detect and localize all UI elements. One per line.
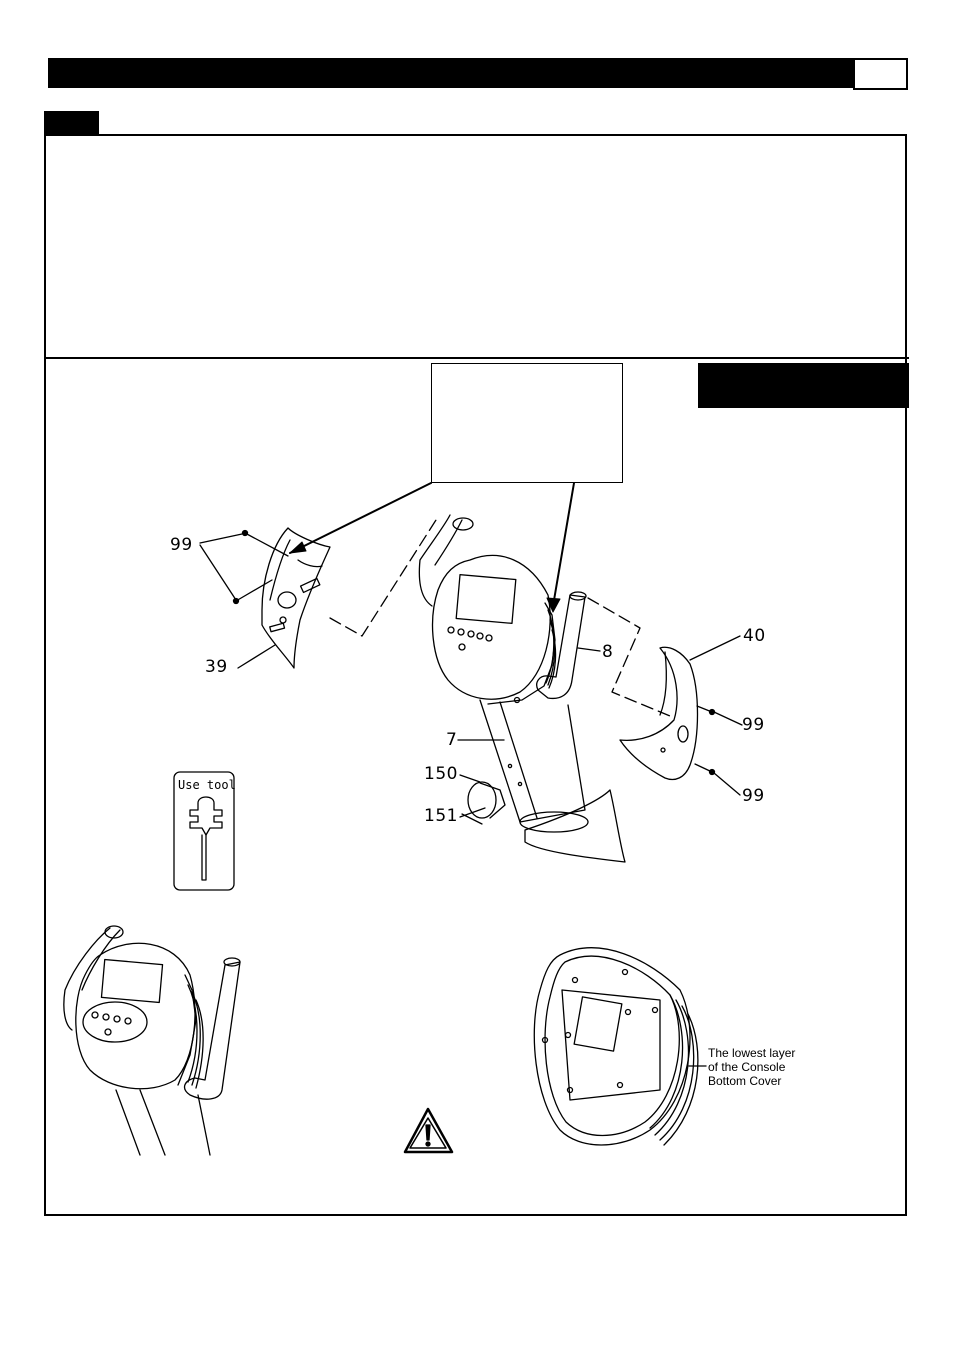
part-label-99: 99: [170, 535, 193, 555]
callout-pointer-right: [552, 482, 575, 607]
console-closeup: [63, 925, 241, 1156]
callout-pointer-left: [289, 482, 432, 554]
right-handlebar-8: [536, 591, 587, 700]
part-label-8: 8: [602, 642, 614, 662]
note-line: Bottom Cover: [708, 1074, 782, 1088]
step-tab: [44, 111, 99, 135]
part-label-39: 39: [205, 657, 228, 677]
tool-card: [173, 771, 235, 891]
tool-card-label: Use tool: [178, 778, 236, 792]
header-bar: [48, 58, 853, 88]
left-cover-39: [261, 527, 331, 669]
console-bottom-cover: [533, 947, 699, 1146]
warning-icon: [403, 1107, 454, 1154]
part-label-40: 40: [743, 626, 766, 646]
bottom-cover-note: The lowest layer of the Console Bottom C…: [708, 1046, 795, 1088]
detail-callout-box: [431, 363, 623, 483]
note-line: The lowest layer: [708, 1046, 796, 1060]
part-label-7: 7: [446, 730, 458, 750]
part-label-99: 99: [742, 715, 765, 735]
right-cover-40: [619, 646, 699, 781]
part-label-99: 99: [742, 786, 765, 806]
step-label-block: [698, 363, 909, 408]
page-number-box: [853, 58, 908, 90]
note-line: of the Console: [708, 1060, 786, 1074]
part-label-151: 151: [424, 806, 458, 826]
section-divider: [44, 357, 909, 359]
instruction-frame: [44, 134, 907, 1216]
part-label-150: 150: [424, 764, 458, 784]
console-assembly: [418, 514, 626, 863]
